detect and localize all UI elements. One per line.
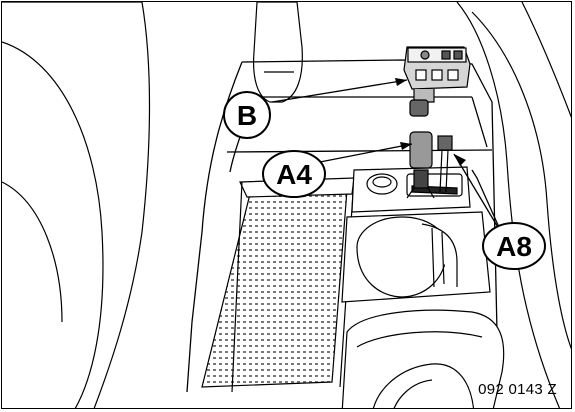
leader-a4 [319, 143, 413, 163]
gear-boot [341, 309, 505, 408]
callout-b: B [223, 91, 271, 139]
connector-a8 [437, 135, 453, 193]
storage-tray [201, 177, 355, 393]
connector-a4 [406, 131, 435, 199]
callout-b-circle [223, 91, 271, 139]
callout-b-label: B [237, 100, 257, 131]
leader-arrowheads [395, 78, 466, 166]
console-illustration: B A4 A8 [2, 2, 571, 408]
right-seat [456, 2, 571, 408]
callout-a8-circle [482, 222, 546, 270]
handbrake-lever [252, 2, 303, 103]
leader-a8-line [453, 153, 503, 235]
callout-a4: A4 [262, 150, 326, 198]
callout-a8-label: A8 [496, 231, 532, 262]
leader-a8 [471, 169, 503, 235]
callout-a4-circle [262, 150, 326, 198]
callout-a4-label: A4 [276, 159, 312, 190]
leader-lines [271, 79, 503, 235]
callout-a8: A8 [482, 222, 546, 270]
leader-b [271, 79, 408, 103]
figure-code: 092 0143 Z [478, 381, 557, 398]
left-seat [2, 2, 151, 408]
cup-holder [341, 211, 491, 303]
socket-recess [351, 166, 471, 213]
switch-module-b [403, 46, 471, 117]
